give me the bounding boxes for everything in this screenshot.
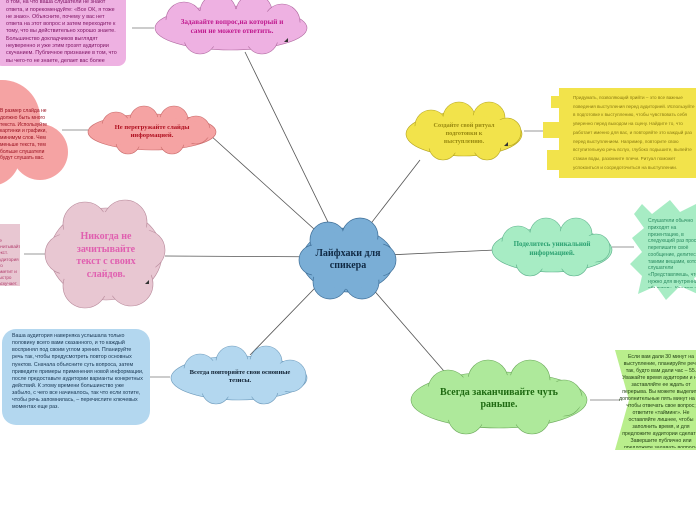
topic-repeat-cloud[interactable]: Всегда повторяйте свои основные тезисы. — [168, 345, 310, 406]
topic-ritual-label: Создайте свой ритуал подготовки к выступ… — [433, 122, 495, 145]
note-slides: В размер слайда не должно быть много тек… — [0, 108, 48, 162]
topic-ask-cloud[interactable]: Задавайте вопрос,на который и сами не мо… — [152, 0, 310, 55]
note-repeat: Ваша аудитория наверняка услышала только… — [2, 329, 150, 425]
topic-ending-cloud[interactable]: Всегда заканчивайте чуть раньше. — [408, 359, 590, 435]
center-title: Лайфхаки для спикера — [315, 247, 381, 272]
topic-share-label: Поделитесь уникальной информацией. — [513, 240, 591, 257]
topic-share-cloud[interactable]: Поделитесь уникальной информацией. — [490, 217, 614, 278]
note-indicator-icon — [284, 38, 288, 42]
note-ritual: Придумать, позволяющий прийти – это все … — [573, 95, 695, 170]
center-cloud[interactable]: Лайфхаки для спикера — [298, 217, 398, 300]
topic-slides-cloud[interactable]: Не перегружайте слайды информацией. — [86, 105, 218, 155]
topic-slides-label: Не перегружайте слайды информацией. — [114, 123, 190, 139]
note-share: Слушатели обычно приходят на презентацию… — [648, 218, 696, 288]
note-ending-shape: Если вам дали 30 минут на выступление, п… — [615, 350, 696, 450]
note-ending: Если вам дали 30 минут на выступление, п… — [619, 354, 696, 448]
note-share-shape: Слушатели обычно приходят на презентацию… — [630, 200, 696, 300]
topic-never-read-cloud[interactable]: Никогда не зачитывайте текст с своих сла… — [44, 198, 167, 310]
note-indicator-icon — [504, 142, 508, 146]
note-ritual-box: Придумать, позволяющий прийти – это все … — [543, 88, 696, 178]
note-slides-bubble: В размер слайда не должно быть много тек… — [0, 78, 70, 188]
note-never-read: Не зачитывайте текст. Аудитория это заме… — [0, 224, 20, 286]
topic-repeat-label: Всегда повторяйте свои основные тезисы. — [189, 368, 291, 384]
topic-ask-label: Задавайте вопрос,на который и сами не мо… — [180, 18, 284, 35]
note-indicator-icon — [145, 280, 149, 284]
topic-ending-label: Всегда заканчивайте чуть раньше. — [440, 386, 558, 411]
topic-never-read-label: Никогда не зачитывайте текст с своих сла… — [76, 231, 136, 280]
topic-ritual-cloud[interactable]: Создайте свой ритуал подготовки к выступ… — [403, 101, 525, 162]
note-ask: подходящими. Например, скажите, переспит… — [0, 0, 126, 66]
